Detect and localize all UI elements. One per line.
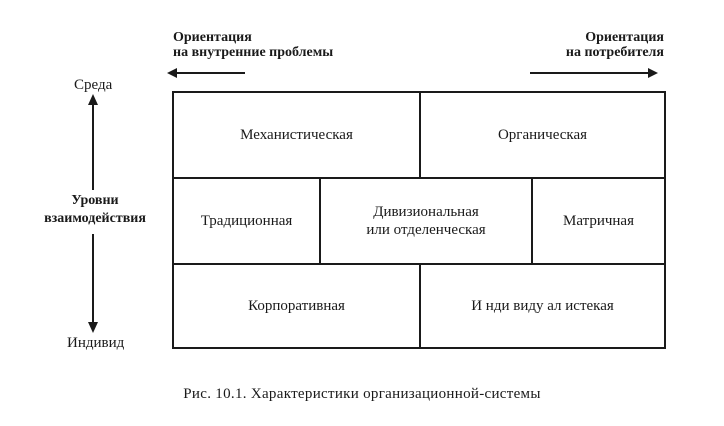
axis-top-label: Среда xyxy=(74,77,113,93)
cell-corporate: Корпоративная xyxy=(248,298,345,314)
axis-title: Уровни взаимодействия xyxy=(30,192,160,228)
left-arrow-icon xyxy=(167,68,245,78)
grid-divider xyxy=(174,177,664,179)
orientation-consumer-line2: на потребителя xyxy=(565,45,664,60)
right-arrow-icon xyxy=(530,68,658,78)
axis-title-line1: Уровни xyxy=(71,193,119,208)
cell-divisional-line1: Дивизиональная xyxy=(373,204,479,220)
orientation-consumer-line1: Ориентация xyxy=(585,30,664,45)
cell-divisional: Дивизиональная или отделенческая xyxy=(321,179,531,263)
cell-divisional-line2: или отделенческая xyxy=(366,222,486,238)
axis-line-upper xyxy=(92,102,94,190)
axis-title-line2: взаимодействия xyxy=(44,211,146,226)
orientation-internal-line1: Ориентация xyxy=(173,30,252,45)
organization-type-grid: Механистическая Органическая Традиционна… xyxy=(172,91,666,349)
down-arrow-icon xyxy=(88,322,98,333)
grid-divider xyxy=(419,265,421,347)
orientation-consumer-heading: Ориентация на потребителя xyxy=(566,30,664,60)
axis-line-lower xyxy=(92,234,94,324)
orientation-internal-heading: Ориентация на внутренние проблемы xyxy=(173,30,333,60)
orientation-internal-line2: на внутренние проблемы xyxy=(173,45,334,60)
up-arrow-icon xyxy=(88,94,98,105)
cell-matrix: Матричная xyxy=(562,213,634,229)
grid-divider xyxy=(419,93,421,177)
grid-divider xyxy=(174,263,664,265)
cell-mechanistic: Механистическая xyxy=(240,127,353,143)
cell-individualistic: И нди виду ал истекая xyxy=(471,298,614,314)
figure-caption: Рис. 10.1. Характеристики организационно… xyxy=(183,386,541,402)
cell-organic: Органическая xyxy=(497,127,588,143)
cell-traditional: Традиционная xyxy=(200,213,293,229)
grid-divider xyxy=(531,179,533,263)
grid-divider xyxy=(319,179,321,263)
axis-bottom-label: Индивид xyxy=(67,335,125,351)
